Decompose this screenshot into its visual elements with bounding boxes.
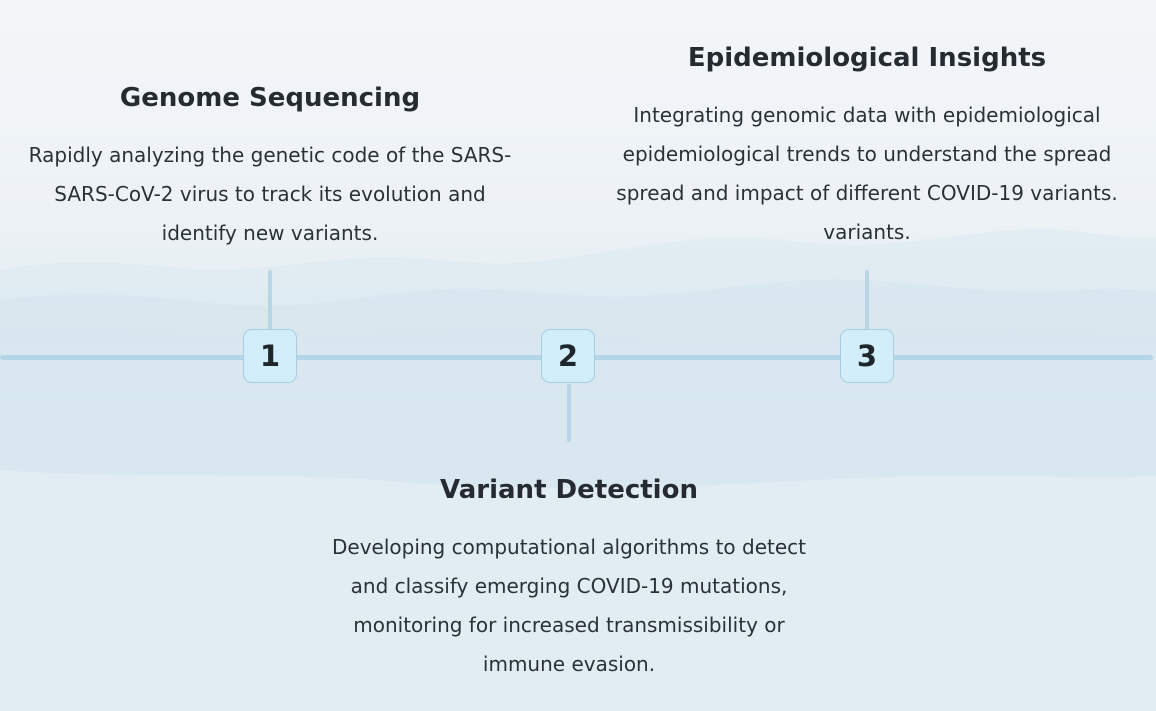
- step-3-description-line: spread and impact of different COVID-19 …: [616, 181, 1118, 205]
- step-2-description-line: immune evasion.: [482, 652, 656, 676]
- step-3-number-badge: 3: [840, 329, 894, 383]
- step-2-description-line: monitoring for increased transmissibilit…: [353, 613, 785, 637]
- step-2-title: Variant Detection: [440, 475, 698, 505]
- step-1-card: Genome Sequencing Rapidly analyzing the …: [20, 81, 520, 253]
- step-3-description: Integrating genomic data with epidemiolo…: [607, 96, 1127, 252]
- step-2-card: Variant Detection Developing computation…: [319, 473, 819, 684]
- step-3-title: Epidemiological Insights: [687, 43, 1047, 73]
- step-3-description-line: Integrating genomic data with epidemiolo…: [633, 103, 1101, 127]
- step-2-description-line: Developing computational algorithms to d…: [331, 535, 806, 559]
- step-1-title: Genome Sequencing: [119, 83, 421, 113]
- step-2-description-line: and classify emerging COVID-19 mutations…: [350, 574, 788, 598]
- connector-step-3: [865, 270, 869, 330]
- step-1-number-badge: 1: [243, 329, 297, 383]
- step-1-description: Rapidly analyzing the genetic code of th…: [20, 136, 520, 253]
- connector-step-1: [268, 270, 272, 330]
- step-3-card: Epidemiological Insights Integrating gen…: [607, 41, 1127, 252]
- step-2-description: Developing computational algorithms to d…: [319, 528, 819, 684]
- step-3-description-line: variants.: [823, 220, 911, 244]
- step-3-description-line: epidemiological trends to understand the…: [622, 142, 1112, 166]
- step-1-description-line: SARS-CoV-2 virus to track its evolution …: [54, 182, 486, 206]
- step-1-description-line: identify new variants.: [161, 221, 379, 245]
- step-2-number-badge: 2: [541, 329, 595, 383]
- connector-step-2: [567, 384, 571, 442]
- step-1-description-line: Rapidly analyzing the genetic code of th…: [28, 143, 512, 167]
